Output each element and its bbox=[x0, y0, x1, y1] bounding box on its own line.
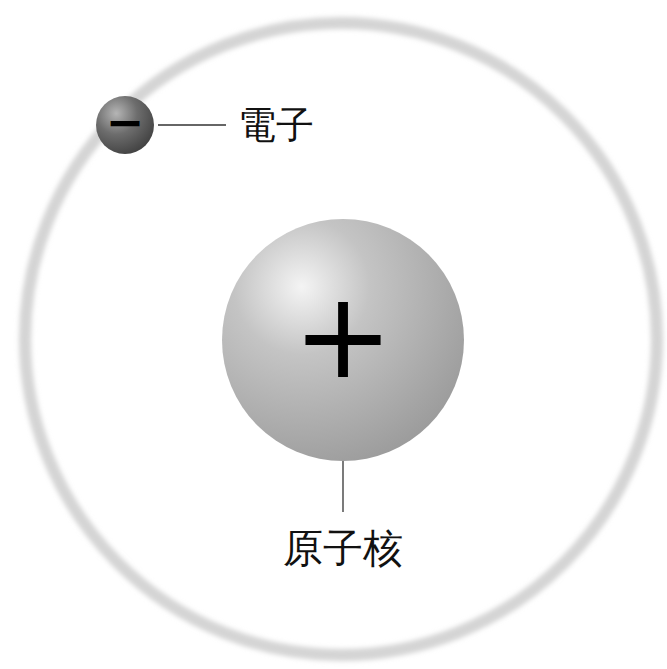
part-label: 電子 bbox=[238, 106, 314, 144]
charge-sign: + bbox=[221, 214, 465, 458]
electron: − bbox=[95, 95, 155, 155]
nucleus: + bbox=[221, 218, 465, 462]
part-label: 原子核 bbox=[283, 528, 403, 568]
leader-line bbox=[158, 124, 226, 125]
charge-sign: − bbox=[95, 92, 155, 152]
electron-orbit bbox=[25, 23, 657, 655]
